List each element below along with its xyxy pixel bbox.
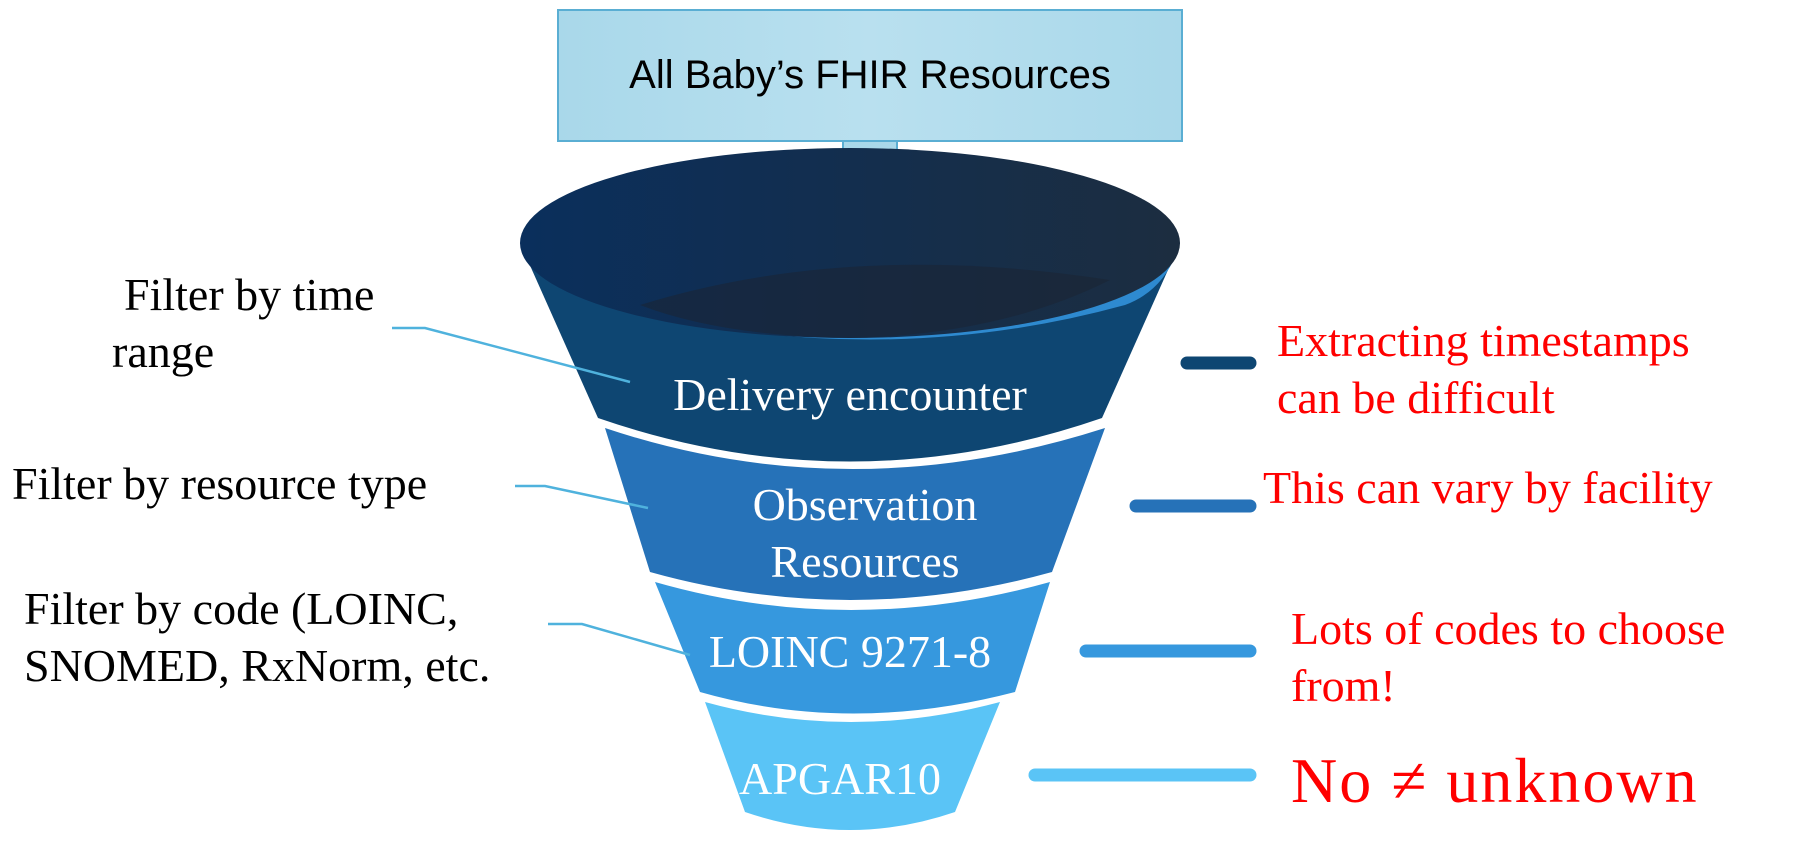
note-codes-line1: Lots of codes to choose: [1291, 603, 1726, 654]
note-timestamps: Extracting timestamps can be difficult: [1277, 312, 1690, 426]
funnel-tier-apgar: [705, 702, 1000, 830]
source-box: [557, 9, 1183, 142]
callout-line-resource: [515, 484, 649, 510]
funnel-tier-loinc: [655, 582, 1050, 714]
tier-label-loinc: LOINC 9271-8: [708, 626, 992, 677]
note-timestamps-line2: can be difficult: [1277, 372, 1555, 423]
note-codes-line2: from!: [1291, 660, 1396, 711]
callout-line-time: [392, 326, 631, 384]
filter-note-time-line2: range: [112, 326, 215, 377]
filter-note-resource: Filter by resource type: [12, 458, 428, 509]
note-unknown: No ≠ unknown: [1291, 745, 1699, 816]
filter-note-code-line2: SNOMED, RxNorm, etc.: [24, 640, 491, 691]
filter-note-code-line1: Filter by code (LOINC,: [24, 583, 459, 634]
tier-label-observation: Observation Resources: [752, 479, 978, 587]
note-codes: Lots of codes to choose from!: [1291, 600, 1725, 714]
filter-note-time-line1: Filter by time: [124, 269, 375, 320]
filter-note-time: Filter by time range: [112, 266, 374, 380]
source-label: All Baby’s FHIR Resources: [629, 53, 1111, 97]
callout-line-code: [548, 622, 691, 657]
note-timestamps-line1: Extracting timestamps: [1277, 315, 1690, 366]
note-facility: This can vary by facility: [1263, 462, 1713, 513]
tier-label-delivery: Delivery encounter: [673, 369, 1027, 420]
filter-note-code: Filter by code (LOINC, SNOMED, RxNorm, e…: [24, 580, 490, 694]
tier-label-apgar: APGAR10: [739, 753, 941, 804]
funnel-tier-observation: [605, 428, 1105, 600]
funnel-top-shadow: [640, 264, 1110, 338]
